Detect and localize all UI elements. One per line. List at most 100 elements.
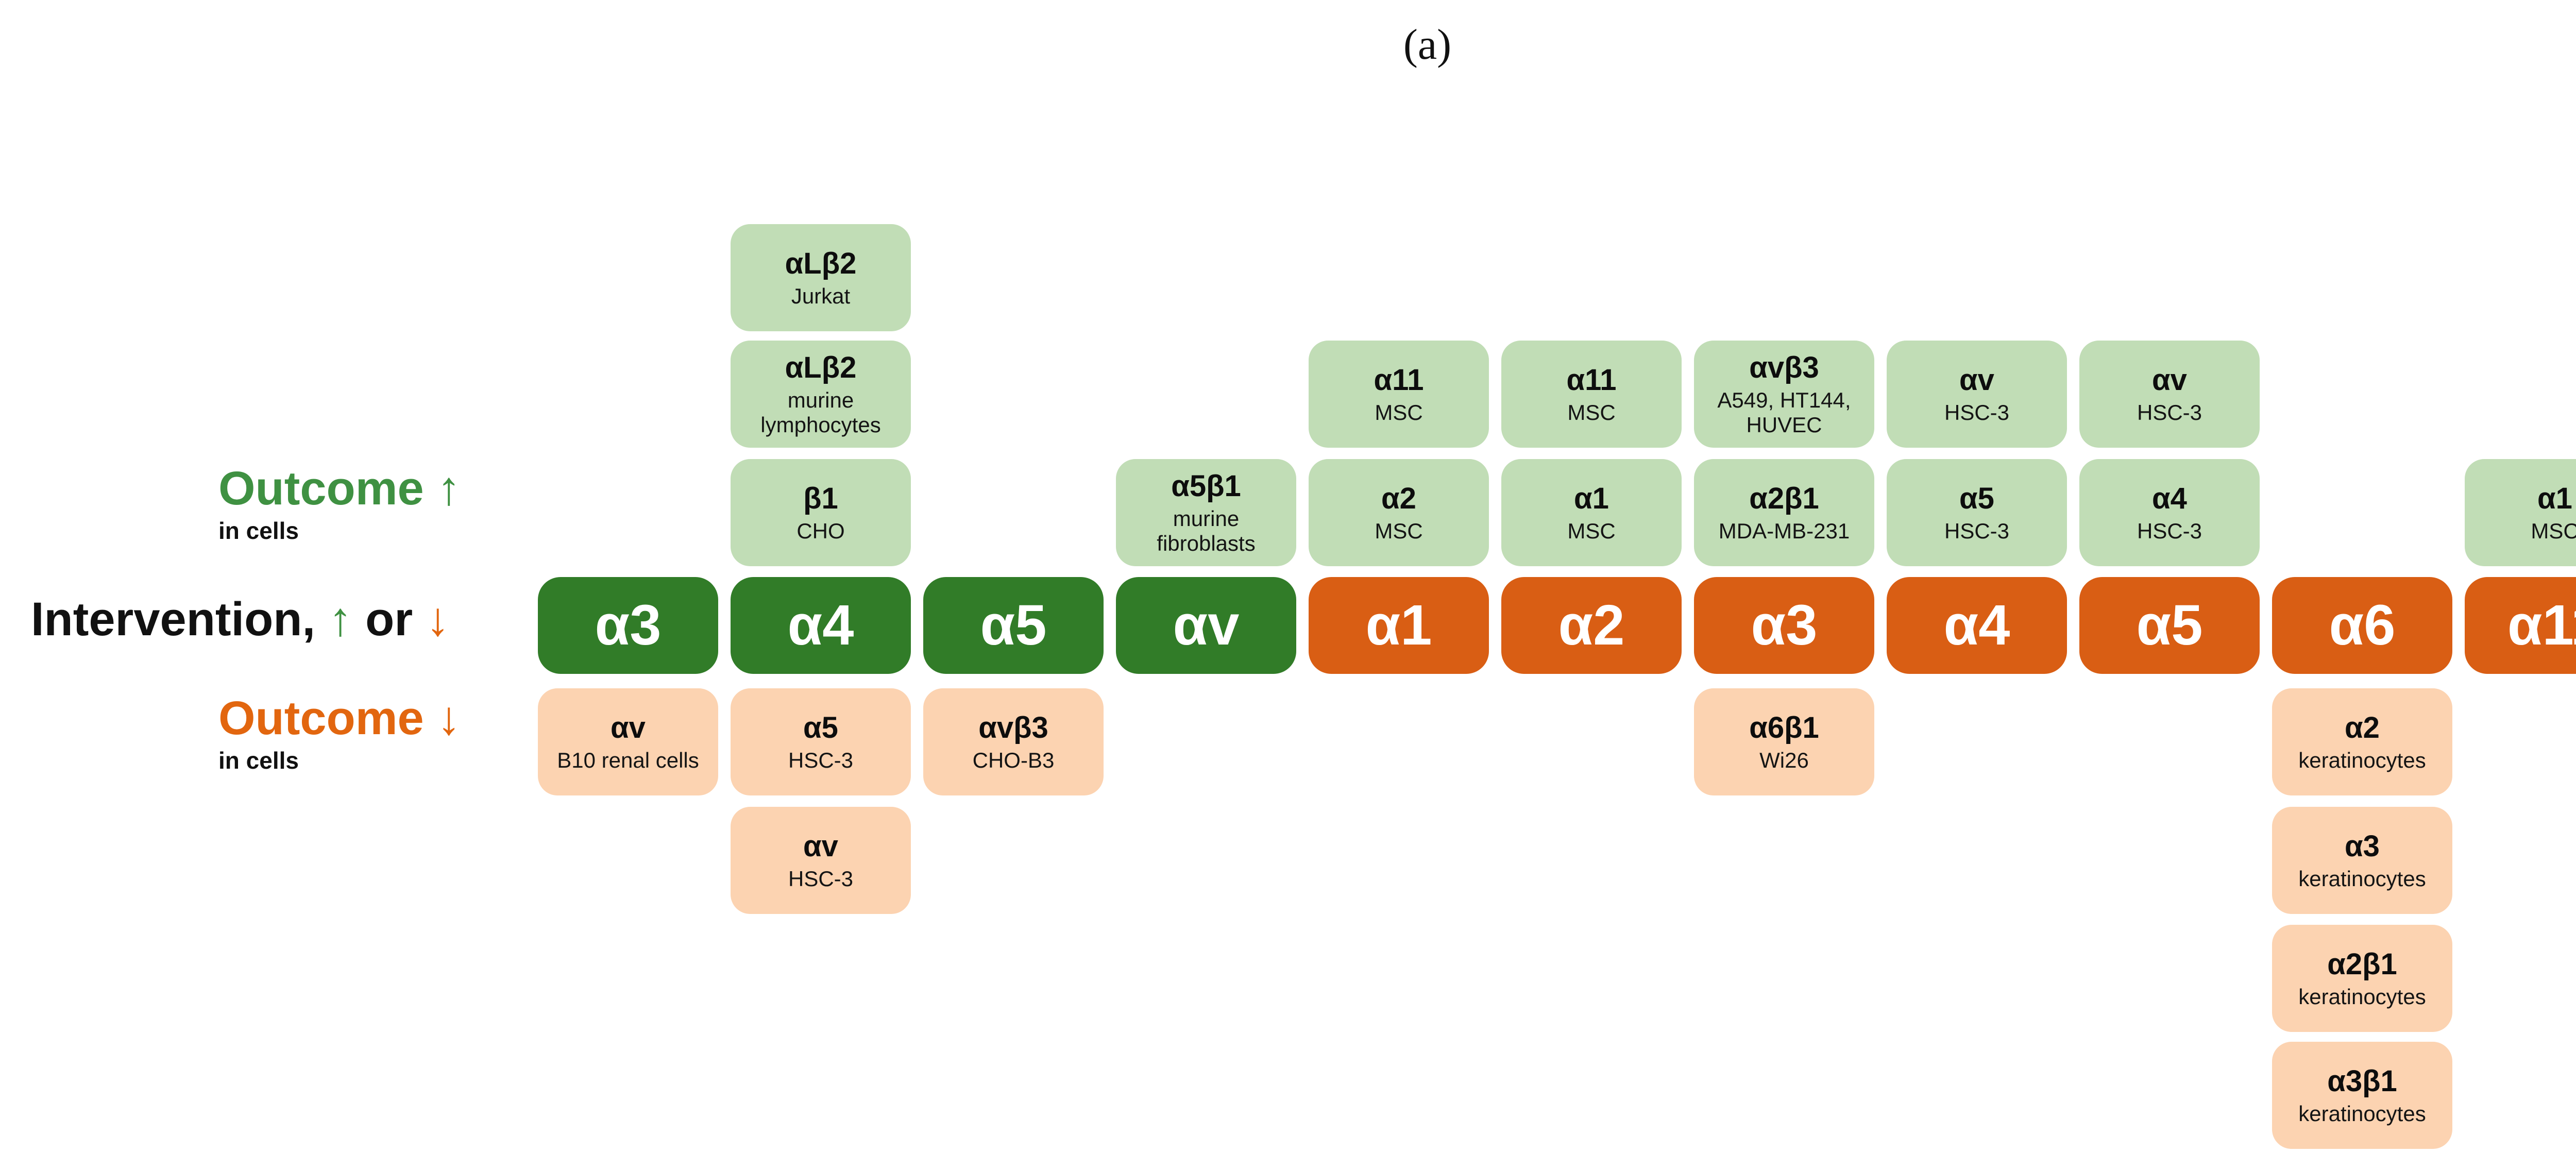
box-subtitle: Jurkat xyxy=(791,284,851,309)
box-subtitle: HSC-3 xyxy=(2137,400,2202,425)
intervention-box: α1 xyxy=(1309,577,1489,674)
intervention-box-label: α3 xyxy=(1751,594,1818,657)
down-arrow-icon: ↓ xyxy=(426,593,450,646)
intervention-box: α3 xyxy=(1694,577,1874,674)
intervention-box: αv xyxy=(1116,577,1296,674)
box-title: α11 xyxy=(1374,363,1424,397)
outcome-up-text: Outcome xyxy=(218,462,424,515)
intervention-box: α5 xyxy=(923,577,1104,674)
intervention-box-label: α6 xyxy=(2329,594,2396,657)
box-title: α1 xyxy=(2537,481,2572,515)
box-title: αv xyxy=(803,829,838,863)
intervention-box-label: α4 xyxy=(787,594,854,657)
box-title: β1 xyxy=(803,481,838,515)
figure-label: (a) xyxy=(1403,21,1452,69)
outcome-down-text: Outcome xyxy=(218,692,424,744)
box-title: αLβ2 xyxy=(785,246,857,280)
outcome-up-box: αLβ2 murine lymphocytes xyxy=(731,341,911,448)
box-subtitle: keratinocytes xyxy=(2298,867,2426,891)
box-title: α2β1 xyxy=(1749,481,1819,515)
box-subtitle: CHO-B3 xyxy=(972,748,1055,773)
box-subtitle: MSC xyxy=(1375,519,1423,544)
outcome-down-label: Outcome ↓ in cells xyxy=(218,692,461,774)
box-title: αv xyxy=(611,710,646,744)
box-subtitle: MSC xyxy=(2531,519,2576,544)
box-subtitle: keratinocytes xyxy=(2298,1102,2426,1126)
intervention-or-text: or xyxy=(365,593,413,646)
box-title: α4 xyxy=(2152,481,2187,515)
up-arrow-icon: ↑ xyxy=(437,462,461,515)
box-subtitle: keratinocytes xyxy=(2298,748,2426,773)
intervention-box: α4 xyxy=(731,577,911,674)
intervention-box: α3 xyxy=(538,577,718,674)
intervention-box-label: α3 xyxy=(595,594,662,657)
box-subtitle: HSC-3 xyxy=(1944,400,2010,425)
outcome-up-subtext: in cells xyxy=(218,517,299,545)
box-title: αvβ3 xyxy=(1749,350,1819,384)
outcome-down-box: α3 keratinocytes xyxy=(2272,807,2452,914)
box-title: α5 xyxy=(803,710,838,744)
box-subtitle: murine fibroblasts xyxy=(1157,506,1256,556)
outcome-down-subtext: in cells xyxy=(218,747,299,774)
intervention-box: α11 xyxy=(2465,577,2576,674)
box-title: αvβ3 xyxy=(978,710,1048,744)
box-subtitle: MDA-MB-231 xyxy=(1718,519,1850,544)
box-subtitle: B10 renal cells xyxy=(557,748,699,773)
intervention-box-label: α5 xyxy=(2136,594,2203,657)
outcome-down-box: α2β1 keratinocytes xyxy=(2272,925,2452,1032)
intervention-box-label: α11 xyxy=(2507,594,2576,657)
box-subtitle: HSC-3 xyxy=(788,867,854,891)
box-subtitle: A549, HT144, HUVEC xyxy=(1717,388,1851,437)
outcome-up-label: Outcome ↑ in cells xyxy=(218,462,461,545)
down-arrow-icon: ↓ xyxy=(437,692,461,744)
box-title: α6β1 xyxy=(1749,710,1819,744)
intervention-box: α2 xyxy=(1501,577,1682,674)
box-subtitle: Wi26 xyxy=(1759,748,1809,773)
box-subtitle: HSC-3 xyxy=(788,748,854,773)
box-title: α2 xyxy=(2345,710,2380,744)
intervention-box: α5 xyxy=(2079,577,2260,674)
box-title: α5 xyxy=(1959,481,1994,515)
up-arrow-icon: ↑ xyxy=(328,593,352,646)
intervention-box-label: α4 xyxy=(1943,594,2010,657)
intervention-box-label: αv xyxy=(1173,594,1240,657)
box-subtitle: keratinocytes xyxy=(2298,985,2426,1009)
box-subtitle: HSC-3 xyxy=(2137,519,2202,544)
intervention-box-label: α2 xyxy=(1558,594,1625,657)
intervention-box: α4 xyxy=(1887,577,2067,674)
intervention-box: α6 xyxy=(2272,577,2452,674)
box-title: α2β1 xyxy=(2327,947,2397,981)
box-subtitle: MSC xyxy=(1567,400,1616,425)
intervention-box-label: α1 xyxy=(1365,594,1432,657)
box-title: α5β1 xyxy=(1171,469,1241,503)
box-subtitle: murine lymphocytes xyxy=(760,388,881,437)
box-title: α11 xyxy=(1566,363,1617,397)
intervention-label: Intervention, ↑ or ↓ xyxy=(31,593,450,646)
box-subtitle: HSC-3 xyxy=(1944,519,2010,544)
box-title: αLβ2 xyxy=(785,350,857,384)
box-title: α3 xyxy=(2345,829,2380,863)
box-title: α1 xyxy=(1574,481,1609,515)
box-title: α2 xyxy=(1381,481,1416,515)
outcome-down-box: α2 keratinocytes xyxy=(2272,688,2452,795)
box-title: αv xyxy=(1959,363,1994,397)
